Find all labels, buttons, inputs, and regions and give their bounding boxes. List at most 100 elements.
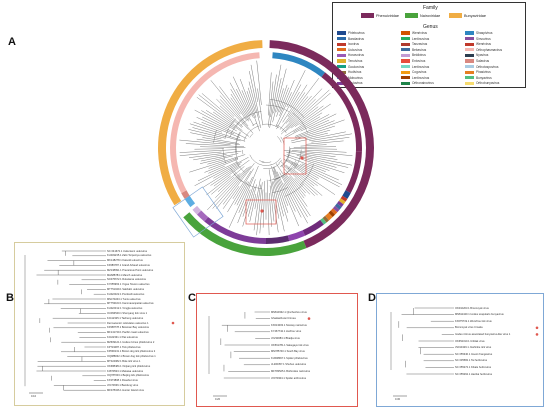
tree-branch: [216, 166, 252, 209]
legend-swatch: [401, 53, 410, 57]
legend-genus-item: Laulavirus: [337, 81, 363, 85]
tree-branch: [234, 157, 245, 173]
tree-branch: [254, 178, 261, 210]
legend-genus-label: Bebavirus: [412, 47, 427, 52]
tree-branch: [272, 187, 289, 193]
genus-ring-segment: [266, 235, 290, 244]
leaf-label: KX675719.1 Wenzhou tick virus: [455, 319, 492, 323]
legend-genus-item: Coguvirus: [401, 70, 426, 74]
tree-branch: [179, 151, 222, 156]
tree-branch: [252, 123, 257, 126]
leaf-label: KU608967.1 Spider phlebovirus: [271, 356, 308, 360]
legend-swatch: [465, 53, 474, 57]
genus-ring-segment: [342, 190, 351, 199]
legend-genus-label: Uukuvirus: [348, 47, 363, 52]
leaf-label: JX473636.1 Bandung virus: [107, 383, 139, 387]
leaf-label: MZ609121.1 Ixodes ricinus phlebovirus 2: [107, 340, 155, 344]
tree-branch: [282, 174, 308, 218]
tree-branch: [233, 76, 252, 116]
legend-swatch: [401, 48, 410, 52]
tree-branch: [300, 113, 337, 132]
tree-branch: [222, 148, 226, 164]
tree-branch: [262, 123, 280, 129]
tree-branch: [201, 93, 243, 128]
legend-genus-label: Lentinuvirus: [412, 64, 430, 69]
tree-branch: [211, 166, 245, 195]
leaf-label: NC076672.1 Rukutama uukuvirus: [107, 278, 146, 282]
tree-branch: [289, 176, 306, 197]
leaf-label: MF078346.1 Hunter Island virus: [107, 388, 144, 392]
tree-branch: [290, 148, 338, 150]
tree-branch: [261, 161, 272, 163]
tree-branch: [236, 181, 250, 206]
leaf-label: OK688484.1 Xinjiang tick phlebovirus: [107, 364, 151, 368]
legend-genus-label: Wenrivirus: [412, 31, 427, 35]
genus-ring-segment: [330, 208, 338, 215]
tree-branch: [283, 154, 326, 172]
leaf-label: OK652310.1 Uriblak virus: [455, 339, 485, 343]
legend-swatch: [465, 59, 474, 63]
tree-branch: [291, 106, 319, 129]
legend-genus-item: Shaspivirus: [465, 31, 492, 35]
legend-swatch: [465, 76, 474, 80]
tree-branch: [283, 165, 315, 196]
tree-branch: [299, 163, 314, 186]
legend-genus-item: Orthonairovirus: [401, 81, 434, 85]
tree-branch: [196, 97, 243, 131]
tree-branch: [273, 167, 289, 206]
legend-genus-item: Ixovirus: [337, 42, 359, 46]
genus-ring-segment: [204, 216, 266, 244]
tree-branch: [276, 171, 296, 212]
legend-swatch: [401, 59, 410, 63]
tree-branch: [229, 82, 254, 126]
leaf-label: MH688784.1 Manch uukuvirus: [107, 273, 143, 277]
leaf-label: MF783525.1 Bothrodes nairovirus: [271, 369, 311, 373]
legend-swatch: [401, 76, 410, 80]
legend-genus-title: Genus: [423, 24, 438, 30]
legend-swatch: [337, 53, 346, 57]
tree-branch: [210, 80, 249, 127]
legend-genus-label: Phasivirus: [476, 70, 491, 75]
tree-branch: [296, 155, 349, 168]
legend-swatch: [465, 31, 474, 35]
tree-branch: [263, 163, 281, 169]
tree-branch: [219, 95, 254, 134]
tree-branch: [179, 149, 237, 153]
legend-genus-label: Bandavirus: [348, 36, 364, 41]
tree-branch: [216, 98, 235, 117]
tree-branch: [230, 89, 250, 121]
leaf-label: JX070304.1 Spider arthrovirus: [271, 376, 307, 380]
leaf-label: MT751049.1 Sakhalin uukuvirus: [107, 287, 145, 291]
marker-star: [171, 321, 175, 325]
leaf-label: KY467742.1 Huzhou virus: [271, 330, 302, 334]
tree-branch: [293, 146, 337, 148]
panel-d-label: D: [368, 292, 376, 304]
leaf-label: MN785740.1 South Bay virus: [271, 350, 305, 354]
tree-branch: [228, 176, 253, 228]
legend-family-item: Phenuiviridae: [361, 13, 399, 18]
leaf-label: MT753163.1 Kammavanpettai uukuvirus: [107, 302, 154, 306]
leaf-label: OK561781.1 Sakugaye tick virus: [271, 343, 309, 347]
tree-branch: [286, 164, 323, 196]
tree-branch: [201, 110, 237, 132]
legend-genus-item: Lentinuvirus: [401, 76, 429, 80]
tree-branch: [197, 161, 238, 182]
genus-ring-segment: [332, 205, 340, 213]
legend-swatch: [465, 81, 474, 85]
family-ring-nairoviridae: [183, 212, 307, 257]
legend-swatch: [465, 65, 474, 69]
legend-genus-label: Laulavirus: [348, 81, 363, 86]
legend-genus-label: Orthotospovirus: [476, 64, 499, 69]
legend-swatch: [337, 59, 346, 63]
leaf-label: NC 055272.1 Kibale herbovirus: [455, 365, 492, 369]
legend-family-label: Nairoviridae: [420, 13, 441, 18]
legend-genus-label: Orthobunyavirus: [476, 81, 500, 86]
leaf-label: JL200357.1 Shuhuo uukuvirus: [271, 363, 307, 367]
tree-branch: [246, 90, 257, 118]
tree-branches: [179, 60, 353, 236]
legend-genus-item: Wenrivirus: [465, 42, 491, 46]
tree-branch: [270, 74, 277, 118]
